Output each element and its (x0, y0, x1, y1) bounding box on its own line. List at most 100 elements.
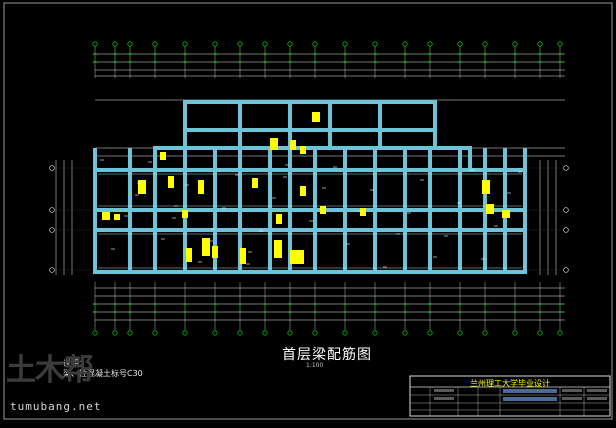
axis-bubble (457, 330, 463, 336)
drawing-border (3, 2, 613, 420)
rebar-annotation (312, 112, 320, 122)
axis-bubble (482, 41, 488, 47)
axis-bubble (152, 41, 158, 47)
axis-bubble (512, 330, 518, 336)
axis-bubble (127, 41, 133, 47)
rebar-annotation (102, 212, 110, 220)
axis-bubble (287, 41, 293, 47)
beam-vertical (213, 148, 217, 274)
beam-vertical (288, 148, 292, 274)
axis-bubble (262, 330, 268, 336)
axis-bubble (287, 330, 293, 336)
rebar-annotation (360, 208, 366, 216)
rebar-annotation (252, 178, 258, 188)
beam-vertical (183, 100, 187, 150)
beam-vertical (153, 146, 157, 172)
axis-bubble (92, 41, 98, 47)
axis-bubble (427, 41, 433, 47)
beam-vertical (483, 148, 487, 274)
beam-vertical (523, 148, 527, 274)
rebar-annotation (270, 138, 278, 150)
rebar-annotation (202, 238, 210, 256)
axis-bubble (342, 330, 348, 336)
beam-horizontal (95, 270, 525, 274)
beam-horizontal (95, 168, 525, 172)
rebar-annotation (482, 180, 490, 194)
beam-vertical (238, 148, 242, 274)
axis-bubble (557, 41, 563, 47)
beam-vertical (373, 148, 377, 274)
axis-bubble (312, 330, 318, 336)
axis-bubble (557, 330, 563, 336)
beam-vertical (468, 146, 472, 172)
notes-heading: 说明： (63, 359, 87, 368)
axis-bubble (152, 330, 158, 336)
axis-bubble (92, 330, 98, 336)
title-block-institution: 兰州理工大学毕业设计 (470, 379, 550, 388)
beam-vertical (458, 148, 462, 274)
rebar-annotation (486, 204, 494, 214)
axis-bubble (262, 41, 268, 47)
rebar-annotation (198, 180, 204, 194)
beam-vertical (268, 148, 272, 274)
beam-vertical (128, 148, 132, 274)
axis-bubble (563, 165, 569, 171)
plan-geometry (49, 41, 569, 336)
notes-concrete-grade: 梁、柱混凝土标号C30 (63, 369, 143, 378)
beam-vertical (433, 100, 437, 150)
axis-bubble (127, 330, 133, 336)
axis-bubble (372, 330, 378, 336)
drawing-title: 首层梁配筋图 (282, 347, 372, 363)
axis-bubble (112, 41, 118, 47)
axis-bubble (312, 41, 318, 47)
watermark-url: tumubang.net (10, 400, 102, 413)
beam-horizontal (185, 128, 435, 132)
rebar-annotation (290, 140, 296, 150)
rebar-annotation (290, 250, 304, 264)
axis-bubble (563, 267, 569, 273)
rebar-annotation (300, 146, 306, 154)
axis-bubble (237, 330, 243, 336)
beam-vertical (238, 100, 242, 150)
rebar-annotation (240, 248, 246, 264)
rebar-annotation (186, 248, 192, 262)
beam-vertical (378, 100, 382, 150)
axis-bubble (212, 41, 218, 47)
axis-bubble (342, 41, 348, 47)
axis-bubble (482, 330, 488, 336)
title-block (409, 375, 611, 417)
rebar-annotation (212, 246, 218, 258)
beam-vertical (288, 100, 292, 150)
rebar-annotation (168, 176, 174, 188)
beam-vertical (343, 148, 347, 274)
axis-bubble (563, 207, 569, 213)
axis-bubble (537, 41, 543, 47)
beam-horizontal (95, 228, 525, 232)
rebar-annotation (320, 206, 326, 214)
axis-bubble (427, 330, 433, 336)
rebar-annotation (182, 210, 188, 218)
rebar-annotation (300, 186, 306, 196)
beam-vertical (428, 148, 432, 274)
rebar-annotation (276, 214, 282, 224)
drawing-scale: 1:100 (306, 362, 324, 369)
axis-bubble (402, 330, 408, 336)
axis-bubble (372, 41, 378, 47)
beam-vertical (403, 148, 407, 274)
axis-bubble (182, 330, 188, 336)
axis-bubble (512, 41, 518, 47)
axis-bubble (237, 41, 243, 47)
beam-vertical (328, 100, 332, 150)
axis-bubble (563, 227, 569, 233)
axis-bubble (537, 330, 543, 336)
axis-bubble (212, 330, 218, 336)
rebar-annotation (138, 180, 146, 194)
axis-bubble (182, 41, 188, 47)
beam-vertical (93, 148, 97, 274)
beam-horizontal (155, 146, 470, 150)
axis-bubble (402, 41, 408, 47)
rebar-annotation (160, 152, 166, 160)
beam-horizontal (95, 208, 525, 212)
